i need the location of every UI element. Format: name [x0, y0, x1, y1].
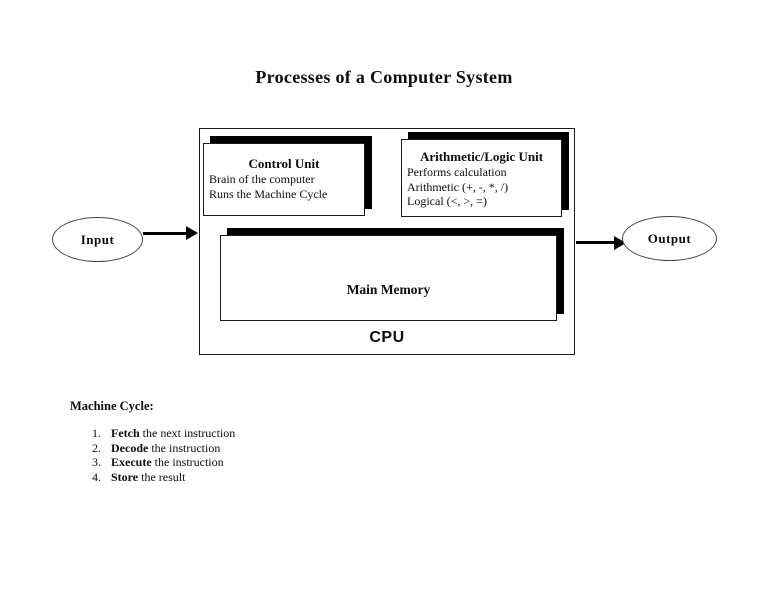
item-number: 4. — [92, 470, 101, 485]
input-node: Input — [52, 217, 143, 262]
item-text: the instruction — [148, 440, 221, 455]
machine-cycle-list: 1. Fetch the next instruction 2. Decode th… — [92, 426, 235, 485]
item-text: the next instruction — [139, 426, 236, 440]
machine-cycle-item: 2. Decode the instruction — [92, 441, 235, 456]
alu-line: Performs calculation — [407, 165, 507, 179]
cpu-label: CPU — [369, 329, 405, 346]
input-arrowhead-icon — [186, 226, 198, 240]
input-arrow — [143, 232, 188, 235]
item-keyword: Store — [111, 470, 139, 485]
item-number: 2. — [92, 440, 101, 455]
machine-cycle-item: 3. Execute the instruction — [92, 455, 235, 470]
item-keyword: Execute — [111, 455, 152, 470]
control-unit-line: Runs the Machine Cycle — [209, 186, 328, 201]
diagram-title: Processes of a Computer System — [255, 67, 513, 87]
control-unit-line: Brain of the computer — [209, 172, 315, 186]
item-keyword: Fetch — [111, 426, 140, 440]
input-label: Input — [80, 231, 115, 247]
item-number: 1. — [92, 426, 101, 440]
alu-line: Logical (<, >, =) — [407, 194, 487, 208]
machine-cycle-heading: Machine Cycle: — [70, 399, 154, 413]
item-number: 3. — [92, 455, 101, 470]
alu-line: Arithmetic (+, -, *, /) — [407, 179, 509, 194]
item-keyword: Decode — [111, 440, 149, 455]
control-unit-title: Control Unit — [248, 156, 320, 171]
main-memory-box: Main Memory — [220, 235, 557, 321]
output-label: Output — [647, 230, 692, 246]
control-unit-box: Control Unit Brain of the computer Runs … — [203, 143, 365, 216]
main-memory-title: Main Memory — [346, 282, 431, 297]
item-text: the instruction — [151, 455, 224, 470]
alu-title: Arithmetic/Logic Unit — [419, 149, 544, 164]
arithmetic-logic-unit-box: Arithmetic/Logic Unit Performs calculati… — [401, 139, 562, 217]
machine-cycle-item: 4. Store the result — [92, 470, 235, 485]
item-text: the result — [138, 470, 186, 485]
output-arrow — [576, 241, 616, 244]
output-node: Output — [622, 216, 717, 261]
machine-cycle-item: 1. Fetch the next instruction — [92, 426, 235, 441]
